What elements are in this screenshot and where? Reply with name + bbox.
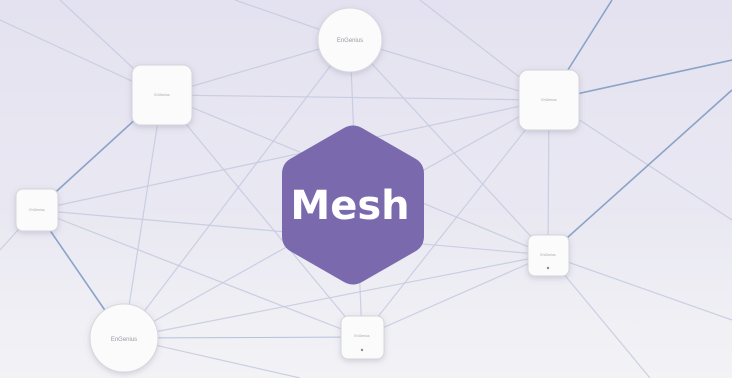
brand-label: EnGenius <box>154 93 170 97</box>
brand-label: EnGenius <box>29 208 45 212</box>
mesh-title: Mesh <box>290 183 409 229</box>
access-point-top: EnGenius <box>317 7 383 73</box>
access-point-upper-left: EnGenius <box>131 64 193 126</box>
brand-label: EnGenius <box>337 38 363 44</box>
brand-label: EnGenius <box>111 337 137 343</box>
access-point-right: EnGenius <box>527 234 570 277</box>
mesh-hexagon-badge: Mesh <box>282 125 424 285</box>
brand-label: EnGenius <box>354 334 370 338</box>
access-point-left: EnGenius <box>15 188 59 232</box>
access-point-bottom-left: EnGenius <box>89 303 159 373</box>
access-point-upper-right: EnGenius <box>518 69 580 131</box>
brand-label: EnGenius <box>541 98 557 102</box>
brand-label: EnGenius <box>540 253 556 257</box>
access-point-bottom-center: EnGenius <box>340 315 385 360</box>
